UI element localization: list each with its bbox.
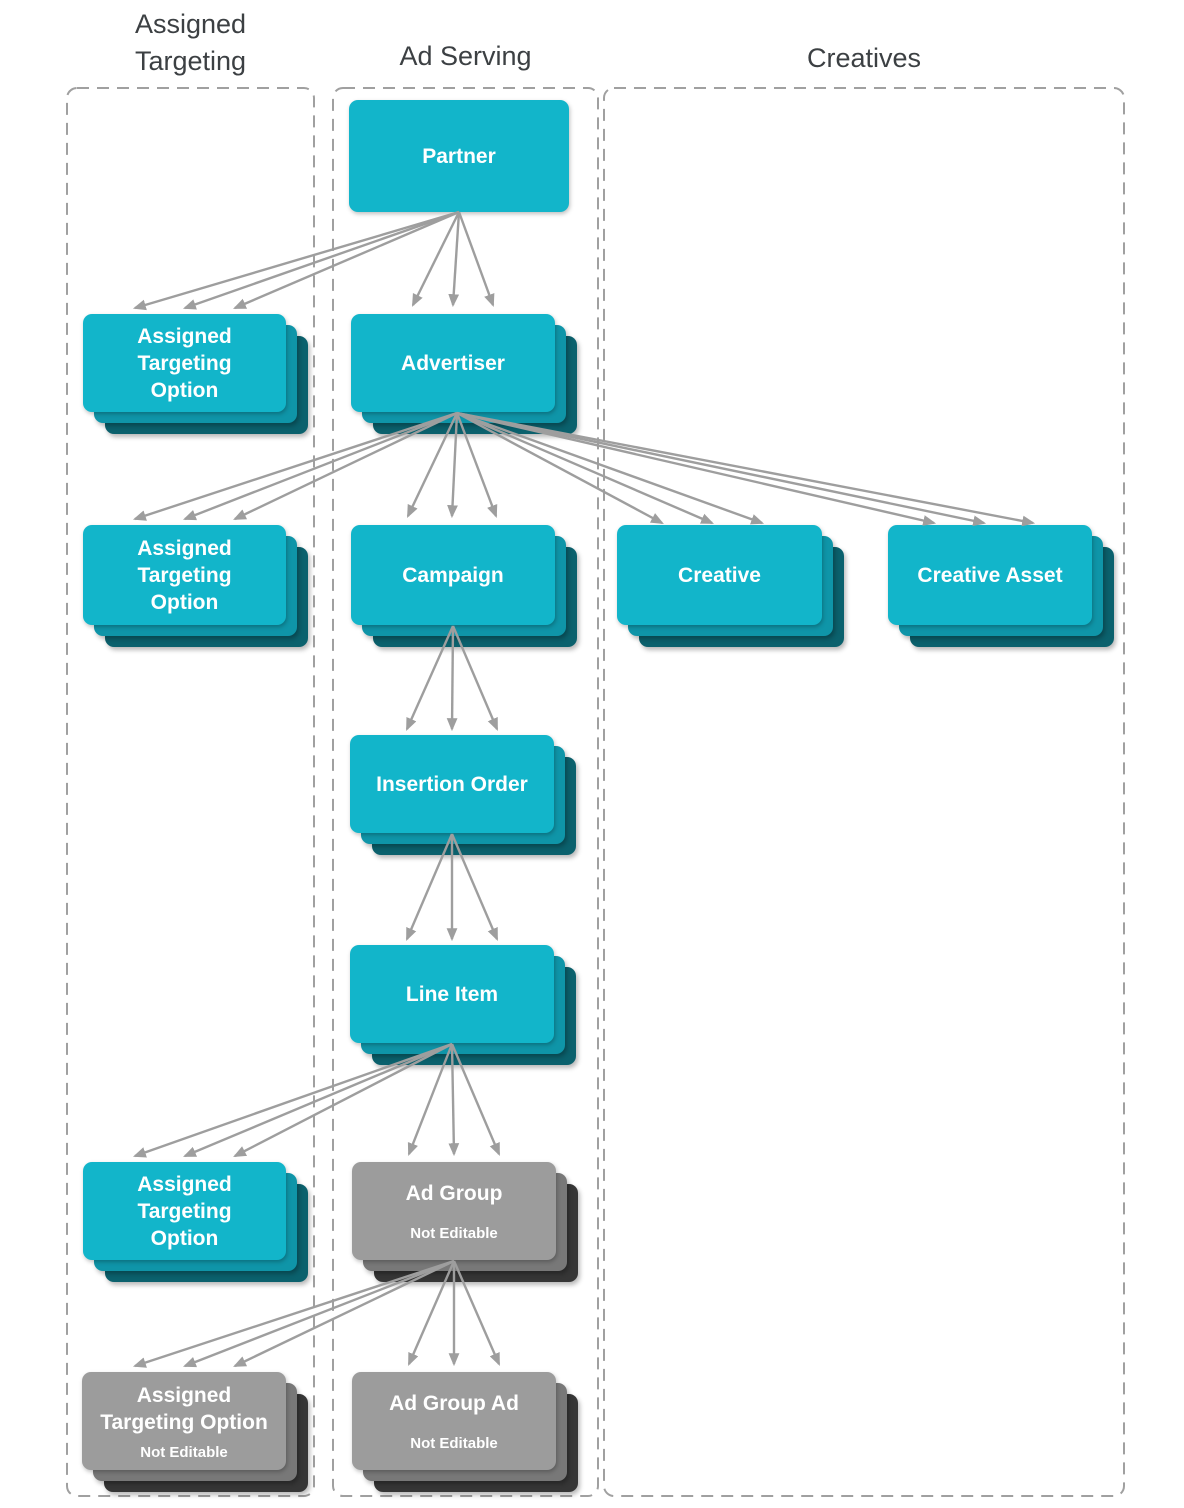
node-creative: Creative <box>617 525 844 647</box>
node-face: Creative <box>617 525 822 625</box>
column-title-creatives: Creatives <box>806 43 922 73</box>
node-partner-label: Partner <box>422 144 496 168</box>
node-face: Assigned Targeting Option Not Editable <box>82 1372 286 1470</box>
node-face: Advertiser <box>351 314 555 412</box>
node-label: Ad Group Ad <box>389 1392 519 1415</box>
column-title-assigned-targeting: Assigned Targeting <box>134 9 247 76</box>
assigned-targeting-column-border <box>66 87 315 1497</box>
node-partner-face: Partner <box>349 100 569 212</box>
node-label: Advertiser <box>401 351 505 375</box>
not-editable-note: Not Editable <box>410 1225 498 1242</box>
node-label: Creative <box>678 563 761 587</box>
node-label: Line Item <box>405 982 499 1006</box>
node-face: Assigned Targeting Option <box>83 525 286 625</box>
node-label: Creative Asset <box>917 563 1063 587</box>
node-creative-asset: Creative Asset <box>888 525 1114 647</box>
node-face: Ad Group Ad Not Editable <box>352 1372 556 1470</box>
node-ad-group: Ad Group Not Editable <box>352 1162 578 1282</box>
node-line-item: Line Item <box>350 945 576 1065</box>
creatives-column-border <box>603 87 1125 1497</box>
node-partner: Partner <box>349 100 569 212</box>
node-label: Assigned Targeting Option <box>137 324 232 402</box>
node-label: Ad Group <box>405 1182 503 1205</box>
node-face: Insertion Order <box>350 735 554 833</box>
ad-serving-column-border <box>332 87 599 1497</box>
node-assigned-targeting-option-line-item: Assigned Targeting Option <box>83 1162 308 1282</box>
node-advertiser: Advertiser <box>351 314 577 434</box>
node-assigned-targeting-option-ad-group: Assigned Targeting Option Not Editable <box>82 1372 308 1492</box>
node-campaign: Campaign <box>351 525 577 647</box>
node-face: Line Item <box>350 945 554 1043</box>
node-face: Assigned Targeting Option <box>83 314 286 412</box>
node-label: Insertion Order <box>376 772 528 796</box>
node-label: Campaign <box>402 563 504 587</box>
node-face: Ad Group Not Editable <box>352 1162 556 1260</box>
node-label: Assigned Targeting Option <box>137 1172 232 1250</box>
column-title-ad-serving: Ad Serving <box>399 41 532 71</box>
node-face: Campaign <box>351 525 555 625</box>
node-label: Assigned Targeting Option <box>137 536 232 614</box>
not-editable-note: Not Editable <box>410 1435 498 1452</box>
node-face: Creative Asset <box>888 525 1092 625</box>
node-insertion-order: Insertion Order <box>350 735 576 855</box>
node-assigned-targeting-option-partner: Assigned Targeting Option <box>83 314 308 434</box>
node-ad-group-ad: Ad Group Ad Not Editable <box>352 1372 578 1492</box>
node-face: Assigned Targeting Option <box>83 1162 286 1260</box>
node-label: Assigned Targeting Option <box>100 1383 268 1434</box>
not-editable-note: Not Editable <box>140 1443 228 1461</box>
node-assigned-targeting-option-advertiser: Assigned Targeting Option <box>83 525 308 647</box>
